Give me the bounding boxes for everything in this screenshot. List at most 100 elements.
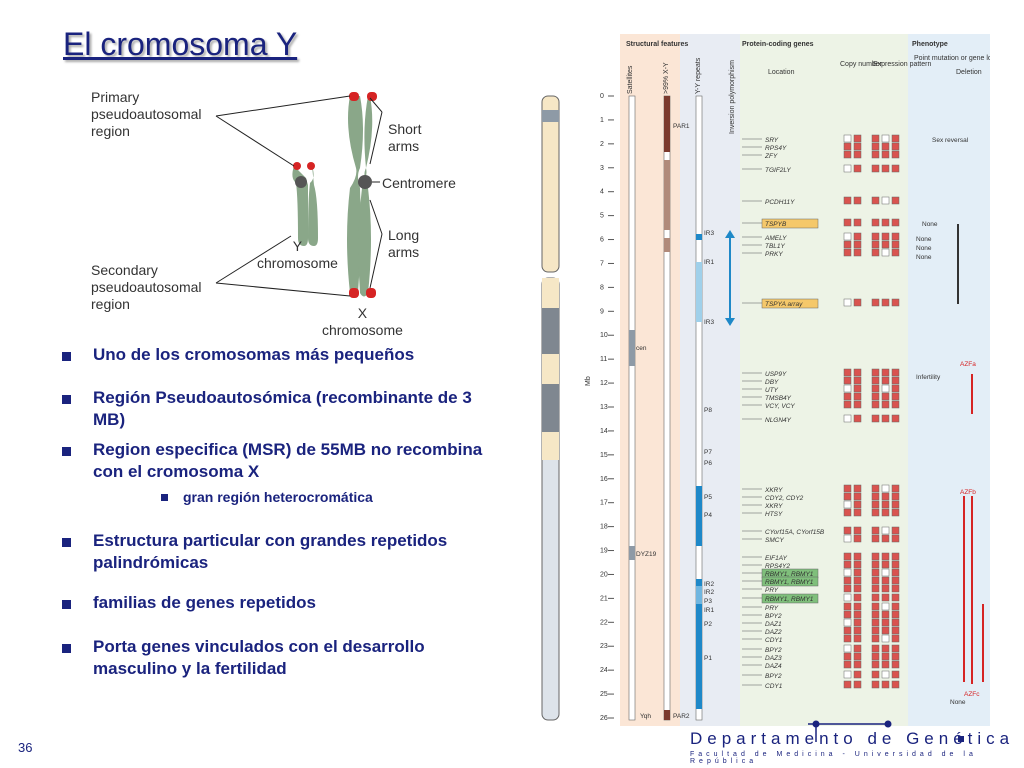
expression-box <box>891 142 900 151</box>
expression-box <box>881 492 890 501</box>
expression-box <box>881 634 890 643</box>
x-chromosome-label: X chromosome <box>322 305 403 338</box>
expression-box <box>853 552 862 561</box>
expression-box <box>871 500 880 509</box>
expression-box <box>853 618 862 627</box>
expression-box <box>843 652 852 661</box>
gene-label: PCDH11Y <box>765 199 795 206</box>
expression-box <box>891 593 900 602</box>
satellite-label: cen <box>636 345 647 352</box>
expression-box <box>871 218 880 227</box>
expression-box <box>871 534 880 543</box>
expression-box <box>853 652 862 661</box>
expression-box <box>843 240 852 249</box>
mb-tick-label: 6 <box>600 237 604 244</box>
expression-box <box>881 142 890 151</box>
mb-tick-label: 14 <box>600 428 608 435</box>
expression-box <box>881 534 890 543</box>
expression-box <box>881 368 890 377</box>
expression-box <box>843 576 852 585</box>
expression-box <box>853 248 862 257</box>
expression-box <box>853 526 862 535</box>
mb-tick-label: 4 <box>600 189 604 196</box>
panel-subheader: Copy number <box>840 61 883 68</box>
gene-label: CDY2, CDY2 <box>765 495 804 502</box>
expression-box <box>881 384 890 393</box>
expression-box <box>853 534 862 543</box>
expression-box <box>843 384 852 393</box>
expression-box <box>871 568 880 577</box>
gene-label: DAZ3 <box>765 655 782 662</box>
expression-box <box>891 526 900 535</box>
gene-label: USP9Y <box>765 371 787 378</box>
expression-box <box>843 526 852 535</box>
phenotype-label: None <box>950 699 966 706</box>
expression-box <box>881 584 890 593</box>
expression-box <box>871 400 880 409</box>
expression-box <box>891 376 900 385</box>
expression-box <box>881 670 890 679</box>
expression-box <box>853 626 862 635</box>
phenotype-label: None <box>916 254 932 261</box>
gene-label: HTSY <box>765 511 783 518</box>
expression-box <box>843 392 852 401</box>
panel-header: Phenotype <box>912 41 948 48</box>
x-chromosome-drawing <box>347 92 377 298</box>
expression-box <box>843 150 852 159</box>
expression-box <box>843 670 852 679</box>
panel-subheader: Expression pattern <box>873 61 931 68</box>
gene-label: TMSB4Y <box>765 395 792 402</box>
satellite-label: Yqh <box>640 713 651 720</box>
expression-box <box>853 142 862 151</box>
repeat-label: P1 <box>704 655 712 662</box>
expression-box <box>843 368 852 377</box>
expression-box <box>881 602 890 611</box>
gene-label: VCY, VCY <box>765 403 795 410</box>
expression-box <box>843 552 852 561</box>
expression-box <box>891 618 900 627</box>
mb-tick-label: 10 <box>600 332 608 339</box>
gene-label: TSPYA array <box>765 301 803 308</box>
expression-box <box>871 552 880 561</box>
expression-box <box>843 618 852 627</box>
expression-box <box>891 164 900 173</box>
expression-box <box>881 508 890 517</box>
mb-tick-label: 25 <box>600 691 608 698</box>
long-arms-label: Long arms <box>388 227 420 260</box>
expression-box <box>871 626 880 635</box>
mb-tick-label: 3 <box>600 165 604 172</box>
azf-label: AZFb <box>960 489 976 496</box>
expression-box <box>881 484 890 493</box>
expression-box <box>871 660 880 669</box>
expression-box <box>891 560 900 569</box>
department-name: Departamento de Genética <box>690 729 1015 748</box>
expression-box <box>853 560 862 569</box>
gene-label: RBMY1, RBMY1 <box>765 571 814 578</box>
expression-box <box>891 414 900 423</box>
mb-tick-label: 1 <box>600 117 604 124</box>
phenotype-label: Sex reversal <box>932 137 969 144</box>
expression-box <box>853 240 862 249</box>
mb-tick-label: 24 <box>600 667 608 674</box>
repeat-label: P7 <box>704 449 712 456</box>
gene-label: SMCY <box>765 537 784 544</box>
expression-box <box>881 526 890 535</box>
repeat-label: P8 <box>704 407 712 414</box>
gene-label: XKRY <box>764 487 783 494</box>
phenotype-label: None <box>922 221 938 228</box>
expression-box <box>853 392 862 401</box>
expression-box <box>881 560 890 569</box>
expression-box <box>891 134 900 143</box>
expression-box <box>891 644 900 653</box>
repeat-label: P6 <box>704 460 712 467</box>
expression-box <box>853 298 862 307</box>
gene-label: CDY1 <box>765 637 783 644</box>
expression-box <box>881 376 890 385</box>
phenotype-label: Infertility <box>916 374 941 381</box>
expression-box <box>891 368 900 377</box>
chromosome-ideogram <box>541 95 560 721</box>
expression-box <box>891 248 900 257</box>
panel-subheader: >99% X-Y <box>663 62 670 94</box>
gene-label: NLGN4Y <box>765 417 792 424</box>
gene-label: PRKY <box>765 251 783 258</box>
